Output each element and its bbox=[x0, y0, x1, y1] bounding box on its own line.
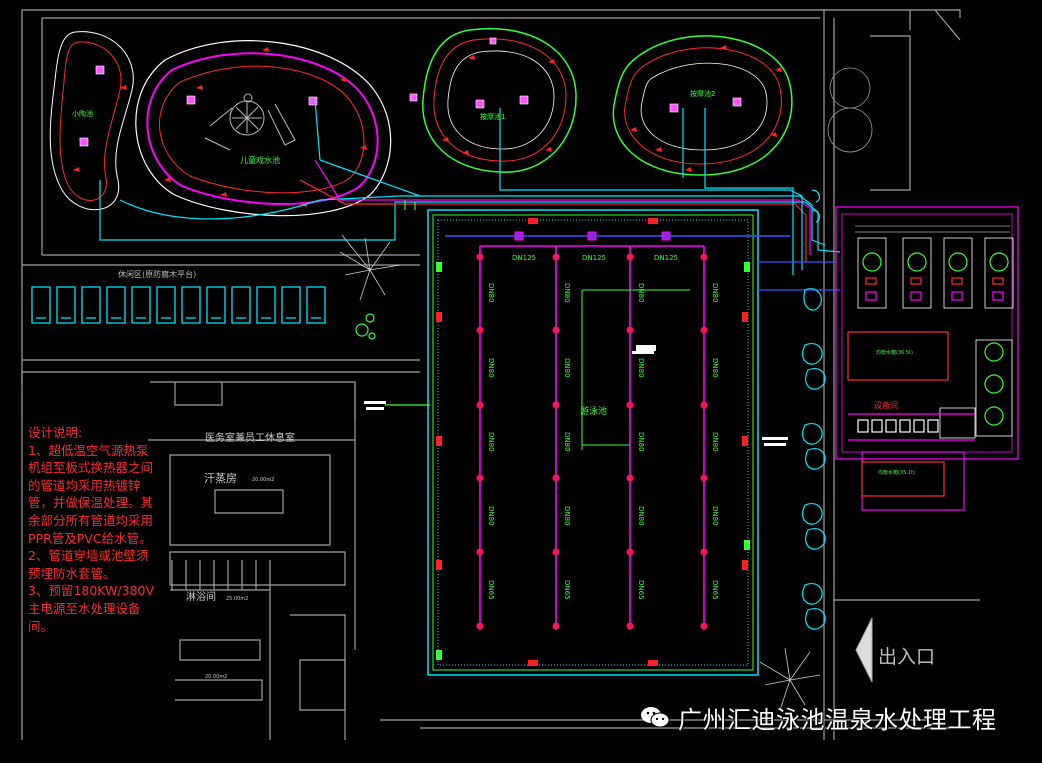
main-pipe-label: DN125 bbox=[512, 254, 536, 262]
branch-pipe-label: DN80 bbox=[487, 432, 495, 452]
spa-pool-1-label: 按摩池1 bbox=[480, 112, 505, 121]
equipment-room bbox=[835, 206, 1019, 511]
planters-east bbox=[802, 189, 826, 630]
branch-pipe-label: DN65 bbox=[637, 580, 645, 600]
green-shrubs bbox=[355, 313, 376, 340]
spa-pool-1-outline bbox=[422, 28, 577, 173]
equipment-room-label: 设备间 bbox=[874, 400, 898, 410]
wechat-icon bbox=[641, 707, 670, 728]
branch-pipe-label: DN80 bbox=[563, 506, 571, 526]
kids-pool-outline bbox=[135, 40, 392, 217]
branch-pipe-label: DN80 bbox=[487, 358, 495, 378]
balance-tank-1-label: 均衡水箱(36.5t) bbox=[876, 349, 913, 356]
entrance-arrow-icon bbox=[855, 617, 873, 683]
watermark-text: 广州汇迪泳池温泉水处理工程 bbox=[678, 705, 997, 734]
main-pipe-label: DN125 bbox=[582, 254, 606, 262]
branch-pipe-label: DN80 bbox=[487, 283, 495, 303]
sauna-area-label: 20.00m2 bbox=[252, 477, 274, 483]
branch-pipe-label: DN80 bbox=[711, 506, 719, 526]
small-pool-outline bbox=[49, 31, 134, 211]
rest-area-label: 休闲区(原防腐木平台) bbox=[118, 269, 196, 279]
swim-pool-label: 游泳池 bbox=[580, 405, 607, 417]
cad-labels: 小陶池 儿童戏水池 按摩池1 按摩池2 游泳池 休闲区(原防腐木平台) 医务室兼… bbox=[72, 89, 915, 680]
branch-pipe-label: DN80 bbox=[711, 283, 719, 303]
spa-pool-2-outline bbox=[612, 35, 793, 176]
spa-pool-2-label: 按摩池2 bbox=[690, 89, 715, 98]
branch-pipe-label: DN65 bbox=[487, 580, 495, 600]
tag-marks bbox=[364, 351, 788, 446]
branch-pipe-label: DN80 bbox=[637, 432, 645, 452]
kids-pool-label: 儿童戏水池 bbox=[240, 155, 280, 165]
swim-pool bbox=[427, 209, 790, 676]
pipe-bundle bbox=[99, 99, 841, 406]
design-notes-title: 设计说明: bbox=[28, 425, 83, 440]
branch-pipe-label: DN65 bbox=[563, 580, 571, 600]
design-notes: 设计说明: 1、超低温空气源热泵机组至板式换热器之间的管道均采用热镀锌管，并做保… bbox=[28, 424, 160, 635]
shower-area-label: 25.00m2 bbox=[226, 596, 248, 602]
small-pool-label: 小陶池 bbox=[72, 109, 93, 118]
watermark: 广州汇迪泳池温泉水处理工程 bbox=[640, 700, 997, 734]
sauna-label: 汗蒸房 bbox=[204, 472, 237, 485]
locker-area-label: 20.00m2 bbox=[205, 674, 227, 680]
design-notes-body: 1、超低温空气源热泵机组至板式换热器之间的管道均采用热镀锌管，并做保温处理。其余… bbox=[28, 442, 155, 634]
entrance-label: 出入口 bbox=[878, 646, 936, 668]
pool-fittings bbox=[73, 37, 782, 207]
branch-pipe-label: DN80 bbox=[563, 432, 571, 452]
branch-pipe-label: DN80 bbox=[563, 283, 571, 303]
branch-pipe-label: DN65 bbox=[711, 580, 719, 600]
branch-pipe-label: DN80 bbox=[563, 358, 571, 378]
deck-chairs bbox=[31, 286, 326, 324]
leisure-pools bbox=[49, 28, 793, 217]
site-walls bbox=[21, 9, 980, 740]
balance-tank-2-label: 均衡水箱(35.1t) bbox=[878, 469, 915, 476]
branch-pipe-label: DN80 bbox=[711, 358, 719, 378]
shower-label: 淋浴间 bbox=[186, 590, 216, 603]
palm-trees bbox=[339, 67, 873, 711]
branch-pipe-label: DN80 bbox=[487, 506, 495, 526]
branch-pipe-label: DN80 bbox=[711, 432, 719, 452]
branch-pipe-label: DN80 bbox=[637, 506, 645, 526]
medical-room-label: 医务室兼员工休息室 bbox=[205, 431, 295, 444]
main-pipe-label: DN125 bbox=[654, 254, 678, 262]
branch-pipe-label: DN80 bbox=[637, 283, 645, 303]
branch-pipe-label: DN80 bbox=[637, 358, 645, 378]
